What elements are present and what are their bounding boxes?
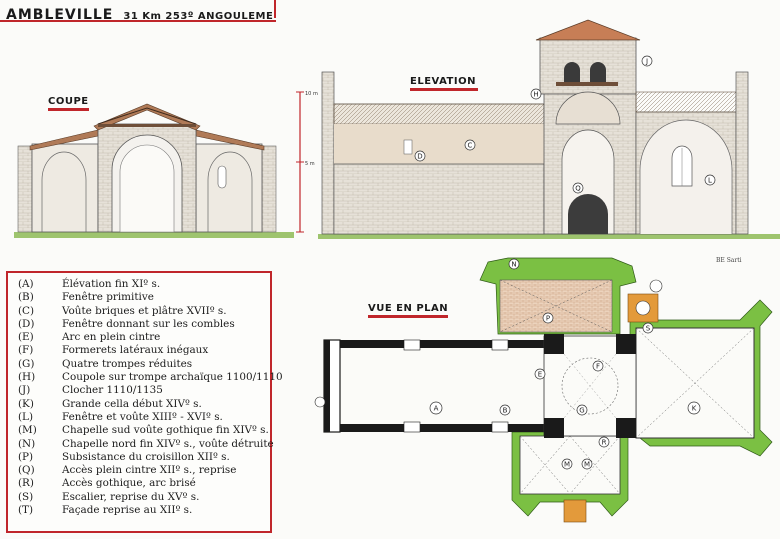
scale-top-label: 10 m <box>305 91 318 97</box>
legend-text: Voûte briques et plâtre XVIIº s. <box>62 304 227 317</box>
legend-key: (L) <box>18 410 34 423</box>
coupe-label: COUPE <box>48 96 89 111</box>
legend-item: (C) Voûte briques et plâtre XVIIº s. <box>18 305 270 318</box>
marker-f: F <box>596 363 600 371</box>
legend-text: Escalier, reprise du XVº s. <box>62 490 200 503</box>
legend-text: Clocher 1110/1135 <box>62 384 163 397</box>
plan-label-bar <box>368 315 449 318</box>
legend-key: (N) <box>18 437 36 450</box>
legend-text: Fenêtre donnant sur les combles <box>62 317 235 330</box>
legend-text: Accès plein cintre XIIº s., reprise <box>62 464 237 477</box>
legend-text: Grande cella début XIVº s. <box>62 397 202 410</box>
plan-markers: N P S E F A B G K R M M <box>429 258 701 470</box>
legend-item: (M) Chapelle sud voûte gothique fin XIVº … <box>18 424 270 437</box>
legend-item: (G) Quatre trompes réduites <box>18 358 270 371</box>
legend-item: (D) Fenêtre donnant sur les combles <box>18 318 270 331</box>
legend-key: (Q) <box>18 464 35 477</box>
legend-key: (S) <box>18 490 34 503</box>
coupe-label-bar <box>48 108 89 111</box>
elevation-drawing: 10 m 5 m <box>296 19 780 239</box>
elevation-markers: D C H J Q L <box>414 55 716 194</box>
elevation-label: ELEVATION <box>410 76 478 91</box>
marker-j: J <box>645 58 648 66</box>
legend-key: (T) <box>18 504 34 517</box>
legend-key: (P) <box>18 450 34 463</box>
legend-key: (B) <box>18 291 34 304</box>
legend-box: (A) Élévation fin XIº s. (B) Fenêtre primit… <box>6 271 283 533</box>
coupe-label-text: COUPE <box>48 96 89 107</box>
marker-m-2: M <box>584 461 590 469</box>
legend-key: (H) <box>18 371 36 384</box>
page-title: AMBLEVILLE 31 Km 253º ANGOULEME <box>6 4 273 23</box>
marker-k: K <box>692 405 697 413</box>
legend-text: Coupole sur trompe archaïque 1100/1110 <box>62 371 283 384</box>
legend-key: (D) <box>18 317 35 330</box>
legend-text: Arc en plein cintre <box>62 331 161 344</box>
legend-key: (E) <box>18 331 34 344</box>
marker-l: L <box>708 177 712 185</box>
coupe-ground <box>14 232 294 238</box>
legend-item: (T) Façade reprise au XIIº s. <box>18 504 270 517</box>
legend-key: (M) <box>18 424 37 437</box>
legend-text: Façade reprise au XIIº s. <box>62 504 193 517</box>
title-main: AMBLEVILLE <box>6 7 114 23</box>
title-rule-vertical <box>274 0 276 18</box>
legend-key: (C) <box>18 304 35 317</box>
marker-a: A <box>434 405 439 413</box>
legend-text: Quatre trompes réduites <box>62 357 193 370</box>
marker-b: B <box>503 407 508 415</box>
legend-item: (F) Formerets latéraux inégaux <box>18 344 270 357</box>
marker-r: R <box>602 439 607 447</box>
marker-n: N <box>511 261 516 269</box>
legend-key: (G) <box>18 357 35 370</box>
elevation-label-bar <box>410 88 478 91</box>
legend-list: (A) Élévation fin XIº s. (B) Fenêtre primit… <box>8 273 283 517</box>
legend-item: (H) Coupole sur trompe archaïque 1100/111… <box>18 371 283 384</box>
marker-g: G <box>579 407 584 415</box>
legend-item: (P) Subsistance du croisillon XIIº s. <box>18 451 270 464</box>
legend-item: (B) Fenêtre primitive <box>18 291 270 304</box>
title-rule-horizontal <box>0 20 276 22</box>
legend-text: Formerets latéraux inégaux <box>62 344 209 357</box>
marker-s: S <box>646 325 651 333</box>
marker-h: H <box>533 91 538 99</box>
legend-item: (R) Accès gothique, arc brisé <box>18 477 270 490</box>
legend-item: (A) Élévation fin XIº s. <box>18 278 270 291</box>
marker-q: Q <box>575 185 581 193</box>
legend-key: (K) <box>18 397 34 410</box>
signature: BE Sarti <box>716 257 742 264</box>
legend-text: Élévation fin XIº s. <box>62 278 161 290</box>
legend-key: (F) <box>18 344 34 357</box>
elevation-ground <box>318 234 780 239</box>
legend-text: Fenêtre et voûte XIIIº - XVIº s. <box>62 410 223 423</box>
plan-drawing <box>314 257 773 523</box>
legend-item: (K) Grande cella début XIVº s. <box>18 398 270 411</box>
marker-m-1: M <box>564 461 570 469</box>
scale-mid-label: 5 m <box>305 161 315 167</box>
legend-item: (S) Escalier, reprise du XVº s. <box>18 491 270 504</box>
marker-p: P <box>546 315 550 323</box>
legend-item: (N) Chapelle nord fin XIVº s., voûte détr… <box>18 437 274 451</box>
legend-item: (J) Clocher 1110/1135 <box>18 384 270 397</box>
legend-key: (R) <box>18 477 34 490</box>
marker-e: E <box>538 371 542 379</box>
legend-text: Accès gothique, arc brisé <box>62 477 196 490</box>
legend-item: (E) Arc en plein cintre <box>18 331 270 344</box>
marker-c: C <box>468 142 473 150</box>
legend-text: Chapelle sud voûte gothique fin XIVº s. <box>62 424 269 437</box>
elevation-label-text: ELEVATION <box>410 76 476 87</box>
legend-text: Subsistance du croisillon XIIº s. <box>62 450 230 463</box>
plan-label-text: VUE EN PLAN <box>368 303 449 314</box>
title-subtitle: 31 Km 253º ANGOULEME <box>123 11 274 22</box>
legend-text: Fenêtre primitive <box>62 291 154 304</box>
legend-key: (A) <box>18 278 34 290</box>
plan-label: VUE EN PLAN <box>368 303 449 318</box>
legend-item: (L) Fenêtre et voûte XIIIº - XVIº s. <box>18 411 270 424</box>
coupe-drawing <box>14 103 294 238</box>
legend-item: (Q) Accès plein cintre XIIº s., reprise <box>18 464 270 477</box>
legend-text: Chapelle nord fin XIVº s., voûte détruit… <box>62 437 274 450</box>
legend-key: (J) <box>18 384 31 397</box>
marker-d: D <box>417 153 422 161</box>
